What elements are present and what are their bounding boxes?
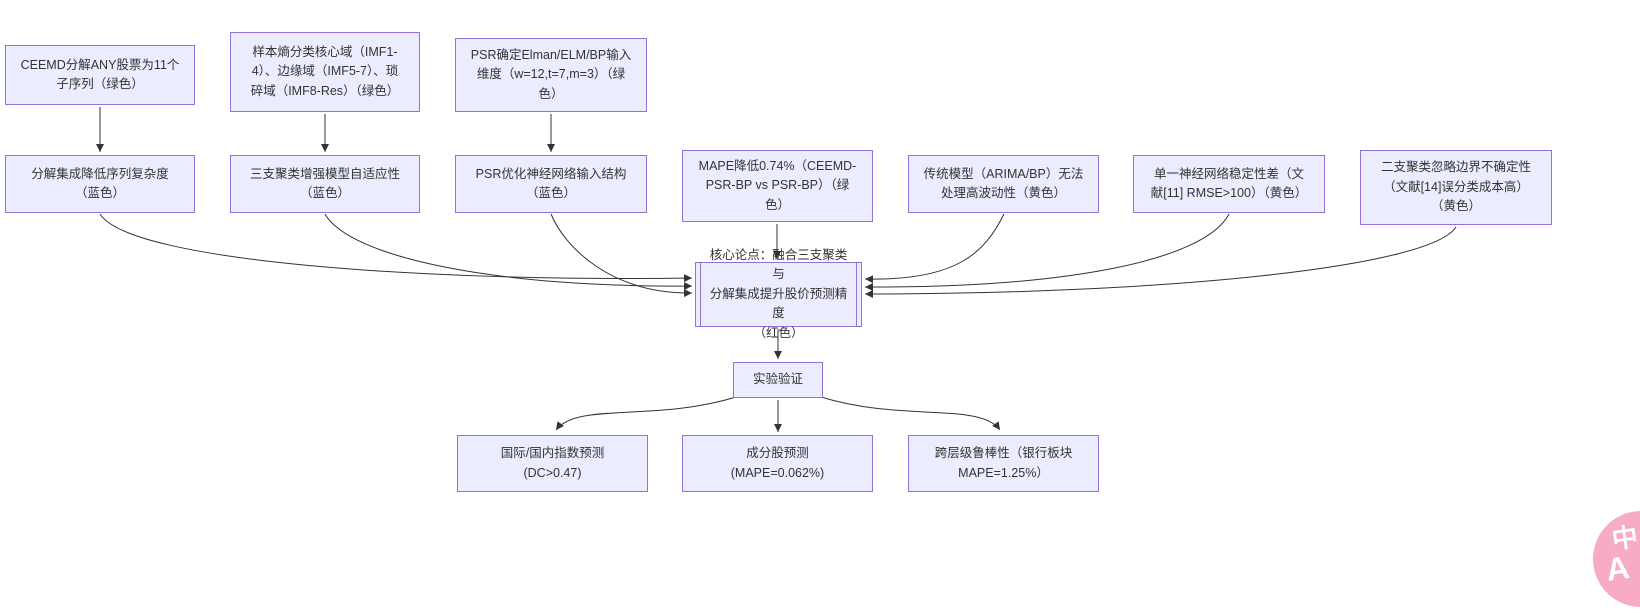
edge-adaptive-to-core [324,213,693,291]
node-psr-dimension: PSR确定Elman/ELM/BP输入 维度（w=12,t=7,m=3）（绿 色… [455,38,647,112]
node-constituent-prediction: 成分股预测 (MAPE=0.062%) [682,435,873,492]
edge-experiment-to-robustness [820,396,1001,431]
translate-badge-a-glyph: A [1603,548,1632,588]
node-traditional-limit: 传统模型（ARIMA/BP）无法 处理高波动性（黄色） [908,155,1099,213]
node-three-way-adaptive: 三支聚类增强模型自适应性 （蓝色） [230,155,420,213]
node-two-way-limit: 二支聚类忽略边界不确定性 （文献[14]误分类成本高） （黄色） [1360,150,1552,225]
node-experiment-validation: 实验验证 [733,362,823,398]
flowchart-canvas: CEEMD分解ANY股票为11个 子序列（绿色） 样本熵分类核心域（IMF1- … [5,32,1640,613]
node-index-prediction: 国际/国内指数预测 (DC>0.47) [457,435,648,492]
translate-badge[interactable]: 中 A [1586,504,1640,613]
node-core-thesis: 核心论点：融合三支聚类与 分解集成提升股价预测精度 （红色） [695,248,862,340]
edge-experiment-to-index [555,396,737,431]
node-cross-level-robustness: 跨层级鲁棒性（银行板块 MAPE=1.25%） [908,435,1099,492]
edge-twoway-to-core [864,226,1457,298]
node-single-nn-instability: 单一神经网络稳定性差（文 献[11] RMSE>100）（黄色） [1133,155,1325,213]
edge-psrstruct-to-core [550,213,693,298]
edge-complexity-to-core [99,213,693,283]
node-sample-entropy: 样本熵分类核心域（IMF1- 4）、边缘域（IMF5-7）、琐 碎域（IMF8-… [230,32,420,112]
node-ceemd-decompose: CEEMD分解ANY股票为11个 子序列（绿色） [5,45,195,105]
edge-singlenn-to-core [864,213,1230,292]
node-decompose-complexity: 分解集成降低序列复杂度 （蓝色） [5,155,195,213]
node-psr-structure: PSR优化神经网络输入结构 （蓝色） [455,155,647,213]
node-mape-improvement: MAPE降低0.74%（CEEMD- PSR-BP vs PSR-BP）（绿 色… [682,150,873,222]
edge-traditional-to-core [864,213,1005,284]
